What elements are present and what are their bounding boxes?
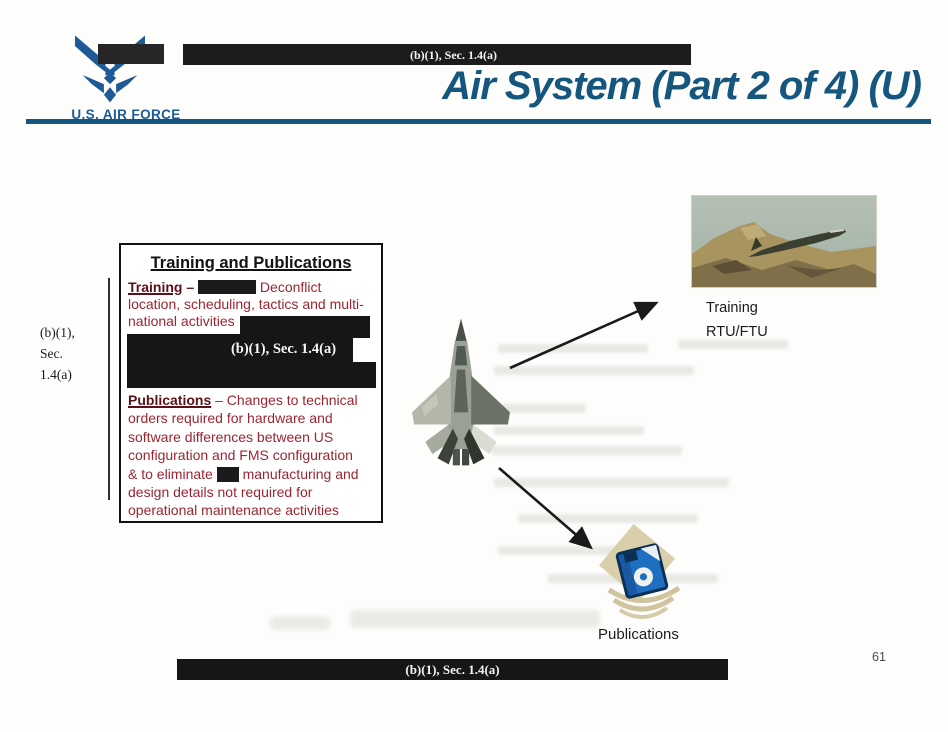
inline-redaction-box bbox=[216, 466, 239, 482]
page-number: 61 bbox=[872, 650, 886, 664]
footer-redaction-bar: (b)(1), Sec. 1.4(a) bbox=[177, 659, 728, 680]
top-redaction-bar-label: (b)(1), Sec. 1.4(a) bbox=[410, 48, 497, 62]
arrow-to-publications bbox=[498, 467, 593, 550]
top-redaction-bar bbox=[183, 44, 691, 65]
publications-text: manufacturing and bbox=[238, 465, 359, 482]
arrow-to-training bbox=[509, 301, 659, 370]
training-text: Deconflict bbox=[256, 279, 322, 295]
training-text-line: location, scheduling, tactics and multi- bbox=[128, 296, 364, 312]
publications-text-line: software differences between US bbox=[128, 428, 334, 445]
margin-bracket-line bbox=[108, 278, 110, 500]
training-text-line: national activities bbox=[128, 313, 235, 329]
large-redaction-block bbox=[240, 316, 370, 338]
large-redaction-block bbox=[127, 334, 353, 364]
publications-text-line: orders required for hardware and bbox=[128, 410, 333, 427]
publications-paragraph: Publications – Changes to technical orde… bbox=[128, 391, 378, 520]
swoosh-lines-icon bbox=[607, 586, 681, 619]
publications-clipart bbox=[593, 523, 693, 620]
publications-label: Publications bbox=[598, 626, 679, 643]
training-label: Training bbox=[706, 300, 758, 316]
logo-redaction-box bbox=[98, 44, 164, 64]
training-publications-box: Training and Publications Training – Dec… bbox=[119, 243, 383, 523]
footer-redaction-label: (b)(1), Sec. 1.4(a) bbox=[405, 662, 500, 677]
training-paragraph: Training – Deconflict location, scheduli… bbox=[128, 279, 378, 330]
margin-redaction-note: (b)(1), Sec. 1.4(a) bbox=[40, 322, 104, 385]
photo-jet-silhouette bbox=[748, 229, 846, 257]
page-title: Air System (Part 2 of 4) (U) bbox=[442, 64, 922, 108]
publications-text-line: operational maintenance activities bbox=[128, 502, 339, 519]
publications-text-line: configuration and FMS configuration bbox=[128, 447, 353, 464]
large-redaction-block bbox=[127, 362, 376, 388]
publications-text-line: design details not required for bbox=[128, 484, 313, 501]
margin-note-line: Sec. bbox=[40, 346, 63, 361]
training-photo bbox=[691, 195, 877, 288]
publications-text: – Changes to technical bbox=[211, 392, 358, 408]
fighter-jet-topview-icon bbox=[412, 318, 510, 466]
header-underline bbox=[26, 119, 931, 124]
margin-note-line: (b)(1), bbox=[40, 325, 75, 340]
publications-text-line: & to eliminate manufacturing and bbox=[128, 465, 378, 483]
floppy-disk-icon bbox=[615, 543, 669, 599]
inline-redaction-box bbox=[198, 280, 257, 294]
training-heading: Training bbox=[128, 279, 183, 295]
training-dash: – bbox=[182, 279, 199, 295]
redaction-block-label: (b)(1), Sec. 1.4(a) bbox=[230, 341, 337, 357]
publications-heading: Publications bbox=[128, 392, 212, 408]
usaf-wordmark: U.S. AIR FORCE bbox=[71, 107, 181, 122]
margin-note-line: 1.4(a) bbox=[40, 367, 72, 382]
box-title: Training and Publications bbox=[150, 254, 352, 272]
publications-text: & to eliminate bbox=[128, 465, 213, 482]
rtu-ftu-label: RTU/FTU bbox=[706, 324, 768, 340]
